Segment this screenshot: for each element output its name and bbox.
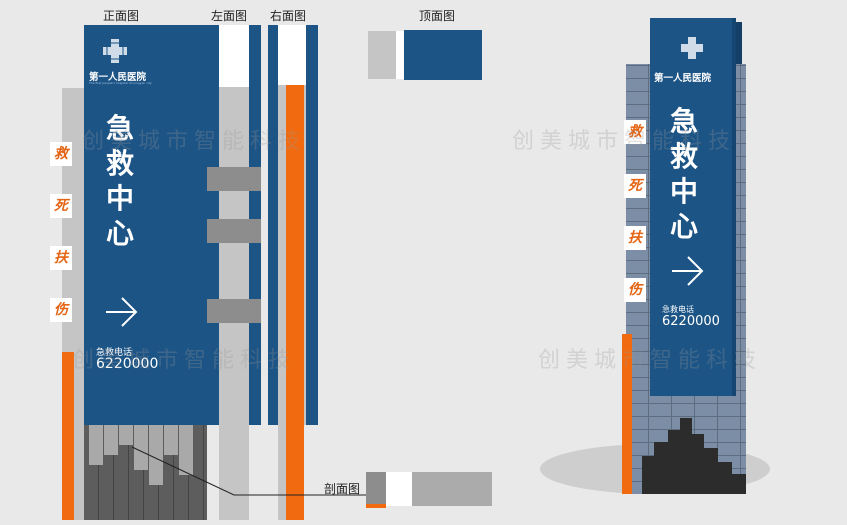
slogan-tile: 伤 [50,298,72,322]
front-blue-panel: 第一人民医院 The first people's hospital of Lo… [84,25,207,425]
title-char: 救 [670,140,699,173]
section-leader-line [131,446,366,496]
right-top-cap [278,25,306,85]
slogan-tile: 救 [50,142,72,166]
render-phone-number: 6220000 [662,314,720,329]
watermark: 创美城市智能科技 [512,129,737,154]
left-top-cap [219,25,249,87]
top-view-label: 顶面图 [419,9,456,23]
left-band [207,167,261,191]
title-char: 救 [106,147,135,180]
right-base [278,425,286,520]
title-char: 急 [670,105,699,138]
medical-cross-icon [681,37,703,59]
render-orange-stripe [622,334,632,494]
render-title-vertical: 急 救 中 心 [670,104,704,244]
arrow-right-icon [106,297,138,327]
slogan-tile: 扶 [50,246,72,270]
render-stepped-base [642,418,746,494]
title-char: 心 [670,210,699,243]
hospital-name-en: The first people's hospital of Longyan c… [89,81,152,85]
section-orange-edge [366,504,386,508]
top-blue-block [404,30,482,80]
front-orange-stripe [62,352,74,520]
title-char: 急 [106,112,135,145]
left-view-label: 左面图 [211,9,248,23]
section-view [366,470,492,510]
render-hospital-name: 第一人民医院 [654,73,712,84]
left-view [207,25,261,520]
right-orange-stripe [286,85,304,520]
phone-label: 急救电话 [96,348,133,358]
title-char: 中 [106,182,135,215]
watermark: 创美城市智能科技 [82,129,307,154]
title-char: 心 [106,217,135,250]
slogan-tile: 死 [624,174,646,198]
title-vertical: 急 救 中 心 [106,111,140,251]
left-core [219,87,249,425]
left-band [207,219,261,243]
section-gray-block [412,472,492,506]
render-phone-label: 急救电话 [662,305,694,314]
arrow-right-icon [672,256,704,286]
front-view: 救 死 扶 伤 第一人民医院 The first people's hospit… [40,25,207,520]
render-3d: 第一人民医院 急 救 中 心 急救电话 6220000 救 死 扶 伤 [540,14,780,494]
front-view-label: 正面图 [103,9,140,23]
phone-number: 6220000 [96,356,159,372]
left-base [219,425,249,520]
watermark: 创美城市智能科技 [538,348,763,373]
top-gray-block [368,31,396,79]
top-view [368,28,483,83]
watermark: 创美城市智能科技 [72,348,297,373]
slogan-tile: 扶 [624,226,646,250]
section-view-label: 剖面图 [324,482,361,496]
section-white-block [386,472,412,506]
slogan-tile: 救 [624,120,646,144]
hospital-name: 第一人民医院 [89,72,147,83]
top-white-gap [396,31,404,79]
slogan-tile: 伤 [624,278,646,302]
right-view [268,25,318,520]
slogan-tile: 死 [50,194,72,218]
right-view-label: 右面图 [270,9,307,23]
section-dark-block [366,472,386,506]
title-char: 中 [670,175,699,208]
render-blue-panel: 第一人民医院 急 救 中 心 急救电话 6220000 [650,18,736,396]
medical-cross-icon [103,39,127,63]
left-band [207,299,261,323]
